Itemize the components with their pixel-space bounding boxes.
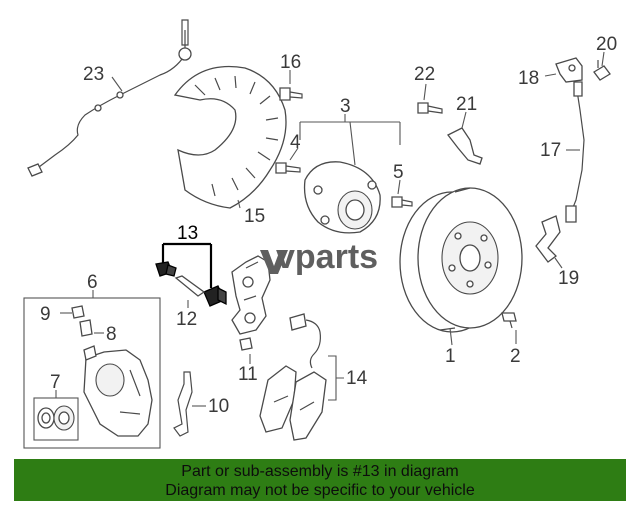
wheel-hub-part[interactable] <box>303 161 381 234</box>
callout-20[interactable]: 20 <box>596 34 617 55</box>
vparts-logo: vparts <box>260 238 378 276</box>
callout-2[interactable]: 2 <box>510 346 521 367</box>
abs-sensor-part[interactable] <box>447 127 483 165</box>
bolt-22-part[interactable] <box>417 102 443 114</box>
callout-14[interactable]: 14 <box>346 368 368 389</box>
bracket-18-part[interactable] <box>555 57 583 83</box>
callout-7[interactable]: 7 <box>50 372 61 393</box>
bleeder-screw-part[interactable] <box>79 319 93 337</box>
spring-clip-part[interactable] <box>173 371 193 437</box>
bleeder-cap-part[interactable] <box>71 305 85 319</box>
callout-21[interactable]: 21 <box>456 94 477 115</box>
callout-19[interactable]: 19 <box>558 268 579 289</box>
callout-12[interactable]: 12 <box>176 309 197 330</box>
callout-3[interactable]: 3 <box>340 96 351 117</box>
callout-6[interactable]: 6 <box>87 272 98 293</box>
callout-9[interactable]: 9 <box>40 304 51 325</box>
callout-15[interactable]: 15 <box>244 206 265 227</box>
bracket-19-part[interactable] <box>535 215 561 263</box>
brake-pads-part[interactable] <box>259 365 327 441</box>
callout-18[interactable]: 18 <box>518 68 539 89</box>
bolt-16-part[interactable] <box>279 87 303 101</box>
svg-text:vparts: vparts <box>276 238 378 276</box>
callout-23[interactable]: 23 <box>83 64 104 85</box>
callout-4[interactable]: 4 <box>290 132 301 153</box>
pad-wear-sensor-part[interactable] <box>289 313 321 369</box>
clip-20-part[interactable] <box>593 60 611 81</box>
callout-16[interactable]: 16 <box>280 52 301 73</box>
callout-10[interactable]: 10 <box>208 396 229 417</box>
splash-shield-part[interactable] <box>173 65 287 209</box>
callout-5[interactable]: 5 <box>393 162 404 183</box>
bolt-4-part[interactable] <box>275 162 301 174</box>
brake-hose-part[interactable] <box>565 81 585 223</box>
brake-rotor-part[interactable] <box>399 187 523 333</box>
screw-2-part[interactable] <box>501 312 517 329</box>
guide-pin-part[interactable] <box>174 275 206 297</box>
notice-line-disclaimer: Diagram may not be specific to your vehi… <box>165 482 475 499</box>
callout-11[interactable]: 11 <box>238 364 258 385</box>
caliper-carrier-part[interactable] <box>231 255 271 351</box>
abs-sensor-wire-part[interactable] <box>27 19 192 177</box>
seal-kit-part[interactable] <box>33 397 79 441</box>
guide-pin-cap-part[interactable] <box>155 242 227 307</box>
callout-17[interactable]: 17 <box>540 140 561 161</box>
brake-parts-diagram: 23 15 16 3 4 5 22 <box>23 19 617 449</box>
notice-banner: Part or sub-assembly is #13 in diagram D… <box>14 459 626 501</box>
brake-caliper-part[interactable] <box>83 345 153 437</box>
notice-line-part: Part or sub-assembly is #13 in diagram <box>181 463 459 480</box>
callout-13[interactable]: 13 <box>177 223 198 244</box>
bolt-5-part[interactable] <box>391 196 413 208</box>
callout-8[interactable]: 8 <box>106 324 117 345</box>
callout-1[interactable]: 1 <box>445 346 456 367</box>
callout-22[interactable]: 22 <box>414 64 435 85</box>
